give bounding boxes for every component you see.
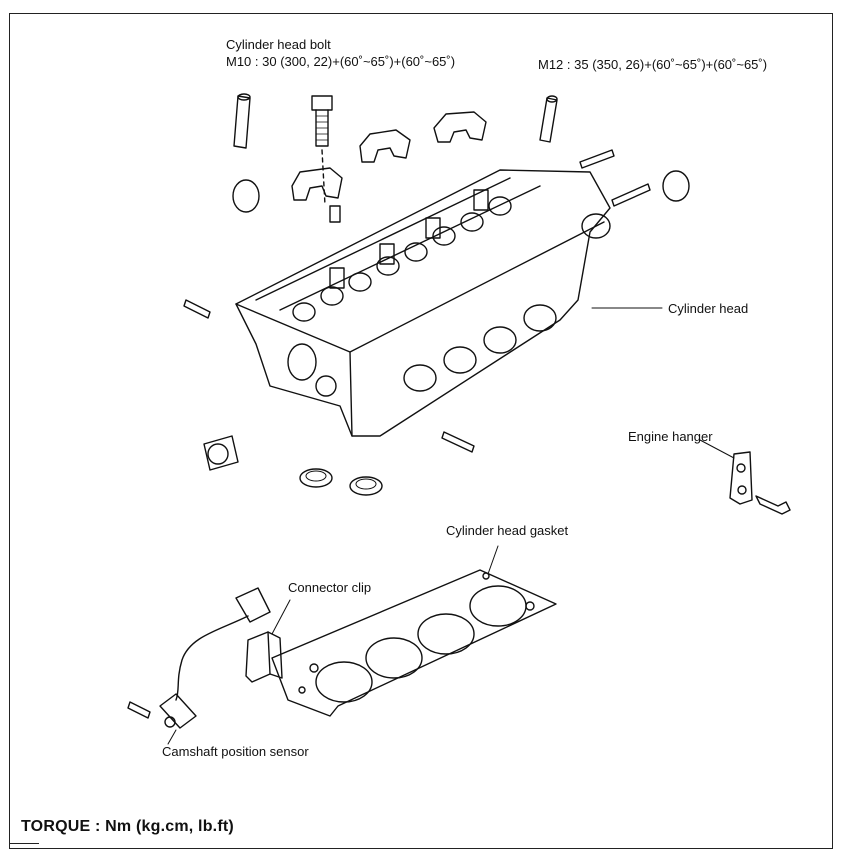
divider [9, 843, 39, 844]
engine-hanger-label: Engine hanger [628, 429, 713, 444]
seal-ring-left [203, 435, 239, 471]
dowel-pin-left [233, 93, 251, 149]
stud-left [183, 299, 211, 319]
engine-hanger [699, 439, 791, 515]
m12-torque-spec: M12 : 35 (350, 26)+(60˚~65˚)+(60˚~65˚) [538, 57, 768, 72]
dowel-pin-right [539, 95, 558, 143]
cylinder-head-label: Cylinder head [668, 301, 749, 316]
stud-upper-right-1 [579, 149, 615, 169]
cam-cap-1 [291, 167, 343, 223]
stud-upper-right-2 [611, 183, 651, 207]
diagram-frame [9, 13, 833, 849]
cylinder-head [235, 169, 611, 437]
stud-lower [441, 431, 475, 453]
plug-right [662, 170, 690, 202]
seal-ring-1 [299, 468, 333, 488]
cylinder-head-gasket [271, 545, 557, 717]
plug-left [232, 179, 260, 213]
connector-clip [245, 599, 291, 683]
m10-torque-spec: M10 : 30 (300, 22)+(60˚~65˚)+(60˚~65˚) [226, 54, 456, 69]
camshaft-sensor-label: Camshaft position sensor [162, 744, 309, 759]
cylinder-head-bolt-m10 [311, 95, 333, 206]
cam-cap-3 [433, 111, 487, 143]
connector-clip-label: Connector clip [288, 580, 372, 595]
camshaft-position-sensor [127, 587, 271, 745]
cylinder-head-bolt-label: Cylinder head bolt [226, 37, 331, 52]
torque-unit-note: TORQUE : Nm (kg.cm, lb.ft) [21, 818, 234, 835]
cam-cap-2 [359, 129, 411, 163]
seal-ring-2 [349, 476, 383, 496]
gasket-label: Cylinder head gasket [446, 523, 569, 538]
